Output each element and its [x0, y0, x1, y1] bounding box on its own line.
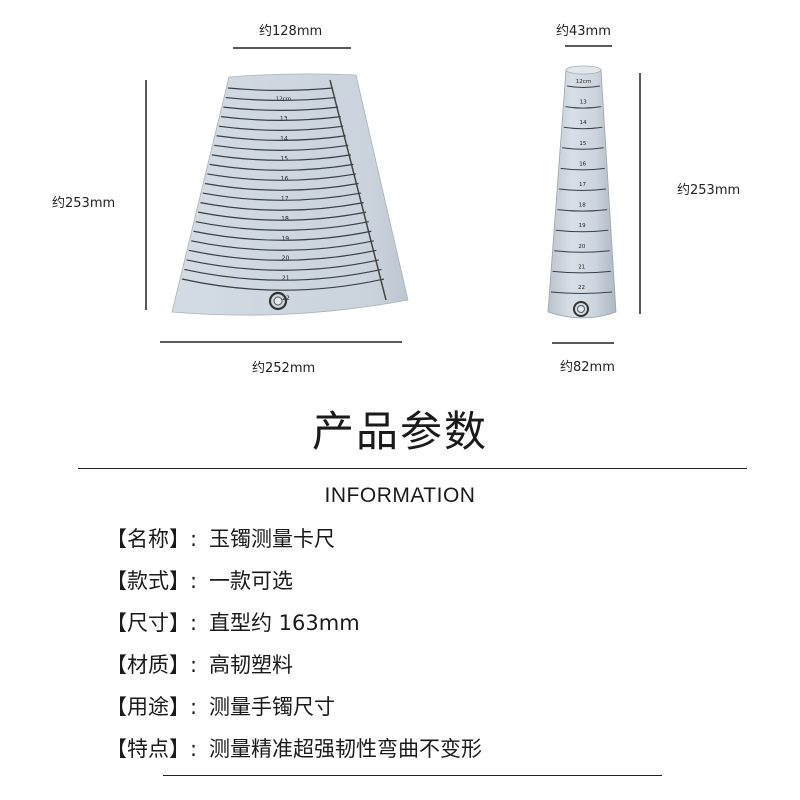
flat-ruler-tick	[218, 125, 344, 131]
flat-ruler-tick	[193, 230, 372, 241]
spec-label: 【材质】:	[106, 653, 198, 677]
flat-ruler-tick	[202, 192, 362, 201]
cone-ruler-label: 14	[580, 120, 587, 126]
flat-ruler-label: 12cm	[276, 96, 291, 102]
title-divider	[78, 468, 747, 469]
spec-label: 【特点】:	[106, 737, 198, 761]
spec-value: 直型约 163mm	[209, 611, 360, 635]
cone-bottom-dimension: 约82mm	[560, 360, 615, 375]
spec-row-style: 【款式】: 一款可选	[106, 560, 482, 602]
cone-ruler-label: 15	[579, 141, 586, 147]
cone-ruler: 12cm 13 14 15 16 17 18 19 20 21 22	[547, 65, 617, 319]
cone-ruler-tick	[557, 209, 608, 212]
flat-ruler-tick	[186, 259, 380, 271]
flat-ruler-tick	[225, 96, 336, 101]
cone-ruler-ring-icon	[573, 301, 589, 317]
page-subtitle: INFORMATION	[324, 484, 476, 507]
cone-ruler-tick	[560, 167, 605, 171]
dimension-lines	[145, 45, 641, 344]
spec-row-features: 【特点】: 测量精准超强韧性弯曲不变形	[106, 728, 482, 770]
cone-ruler-tick	[550, 291, 613, 294]
flat-ruler-tick	[221, 116, 341, 121]
spec-row-usage: 【用途】: 测量手镯尺寸	[106, 686, 482, 728]
cone-ruler-tick	[554, 250, 610, 253]
flat-ruler-tick	[214, 144, 349, 151]
spec-row-name: 【名称】: 玉镯测量卡尺	[106, 518, 482, 560]
flat-ruler-tick	[223, 106, 339, 111]
cone-ruler-label: 21	[578, 264, 585, 270]
cone-ruler-label: 17	[579, 182, 586, 188]
flat-ruler-label: 17	[281, 195, 289, 202]
flat-ruler-tick	[209, 163, 354, 171]
spec-value: 一款可选	[209, 569, 293, 593]
bottom-divider	[163, 775, 662, 776]
flat-height-dimension: 约253mm	[52, 196, 116, 211]
cone-top-dimension: 约43mm	[556, 24, 611, 39]
flat-ruler-tick	[227, 87, 334, 91]
flat-ruler-ring-icon	[268, 291, 288, 311]
spec-label: 【款式】:	[106, 569, 198, 593]
spec-value: 测量精准超强韧性弯曲不变形	[209, 737, 482, 761]
spec-value: 测量手镯尺寸	[209, 695, 335, 719]
flat-ruler-label: 16	[281, 175, 289, 182]
cone-height-dimension: 约253mm	[677, 183, 741, 198]
cone-ruler-label: 19	[579, 223, 586, 229]
spec-label: 【尺寸】:	[106, 611, 198, 635]
flat-ruler-tick	[204, 182, 359, 191]
flat-top-dimension: 约128mm	[259, 24, 323, 39]
flat-ruler-tick	[200, 202, 364, 211]
cone-ruler-label: 20	[578, 244, 585, 250]
flat-ruler-tick	[188, 249, 377, 261]
cone-ruler-tick	[562, 147, 604, 150]
cone-ruler-scale: 12cm 13 14 15 16 17 18 19 20 21 22	[550, 79, 613, 294]
cone-ruler-tick	[566, 85, 601, 88]
flat-ruler-tick	[216, 135, 346, 141]
flat-ruler-tick	[181, 278, 385, 291]
flat-ruler-tick	[207, 173, 357, 181]
flat-ruler-label: 15	[280, 155, 288, 162]
flat-ruler-tick	[184, 268, 382, 281]
page-title: 产品参数	[311, 407, 488, 456]
cone-ruler-label: 22	[578, 285, 585, 291]
flat-ruler-label: 19	[281, 235, 289, 242]
flat-ruler-label: 14	[280, 135, 288, 142]
flat-ruler-tick	[197, 211, 367, 221]
cone-ruler-tick	[563, 126, 603, 130]
flat-bottom-dimension: 约252mm	[252, 361, 316, 376]
flat-ruler-tick	[195, 221, 369, 231]
cone-ruler-tick	[552, 270, 611, 274]
flat-ruler-label: 20	[282, 255, 290, 262]
flat-ruler-label: 18	[281, 215, 289, 222]
spec-list: 【名称】: 玉镯测量卡尺 【款式】: 一款可选 【尺寸】: 直型约 163mm 【材质…	[106, 518, 482, 770]
flat-ruler-label: 13	[280, 115, 288, 122]
spec-value: 高韧塑料	[209, 653, 293, 677]
spec-row-material: 【材质】: 高韧塑料	[106, 644, 482, 686]
cone-ruler-label: 16	[579, 161, 586, 167]
cone-ruler-tick	[565, 106, 602, 109]
spec-label: 【名称】:	[106, 527, 198, 551]
flat-ruler-tick	[191, 240, 374, 251]
spec-value: 玉镯测量卡尺	[209, 527, 335, 551]
cone-ruler-top	[565, 65, 602, 75]
cone-ruler-label: 18	[579, 203, 586, 209]
flat-ruler-tick	[211, 154, 351, 161]
cone-ruler-tick	[558, 188, 607, 191]
cone-ruler-label: 13	[580, 100, 587, 106]
cone-ruler-tick	[555, 229, 609, 233]
spec-row-size: 【尺寸】: 直型约 163mm	[106, 602, 482, 644]
cone-ruler-hole	[577, 305, 585, 313]
spec-label: 【用途】:	[106, 695, 198, 719]
flat-ruler-label: 21	[282, 275, 290, 282]
flat-ruler-hole	[273, 296, 283, 306]
cone-ruler-label: 12cm	[576, 79, 591, 85]
